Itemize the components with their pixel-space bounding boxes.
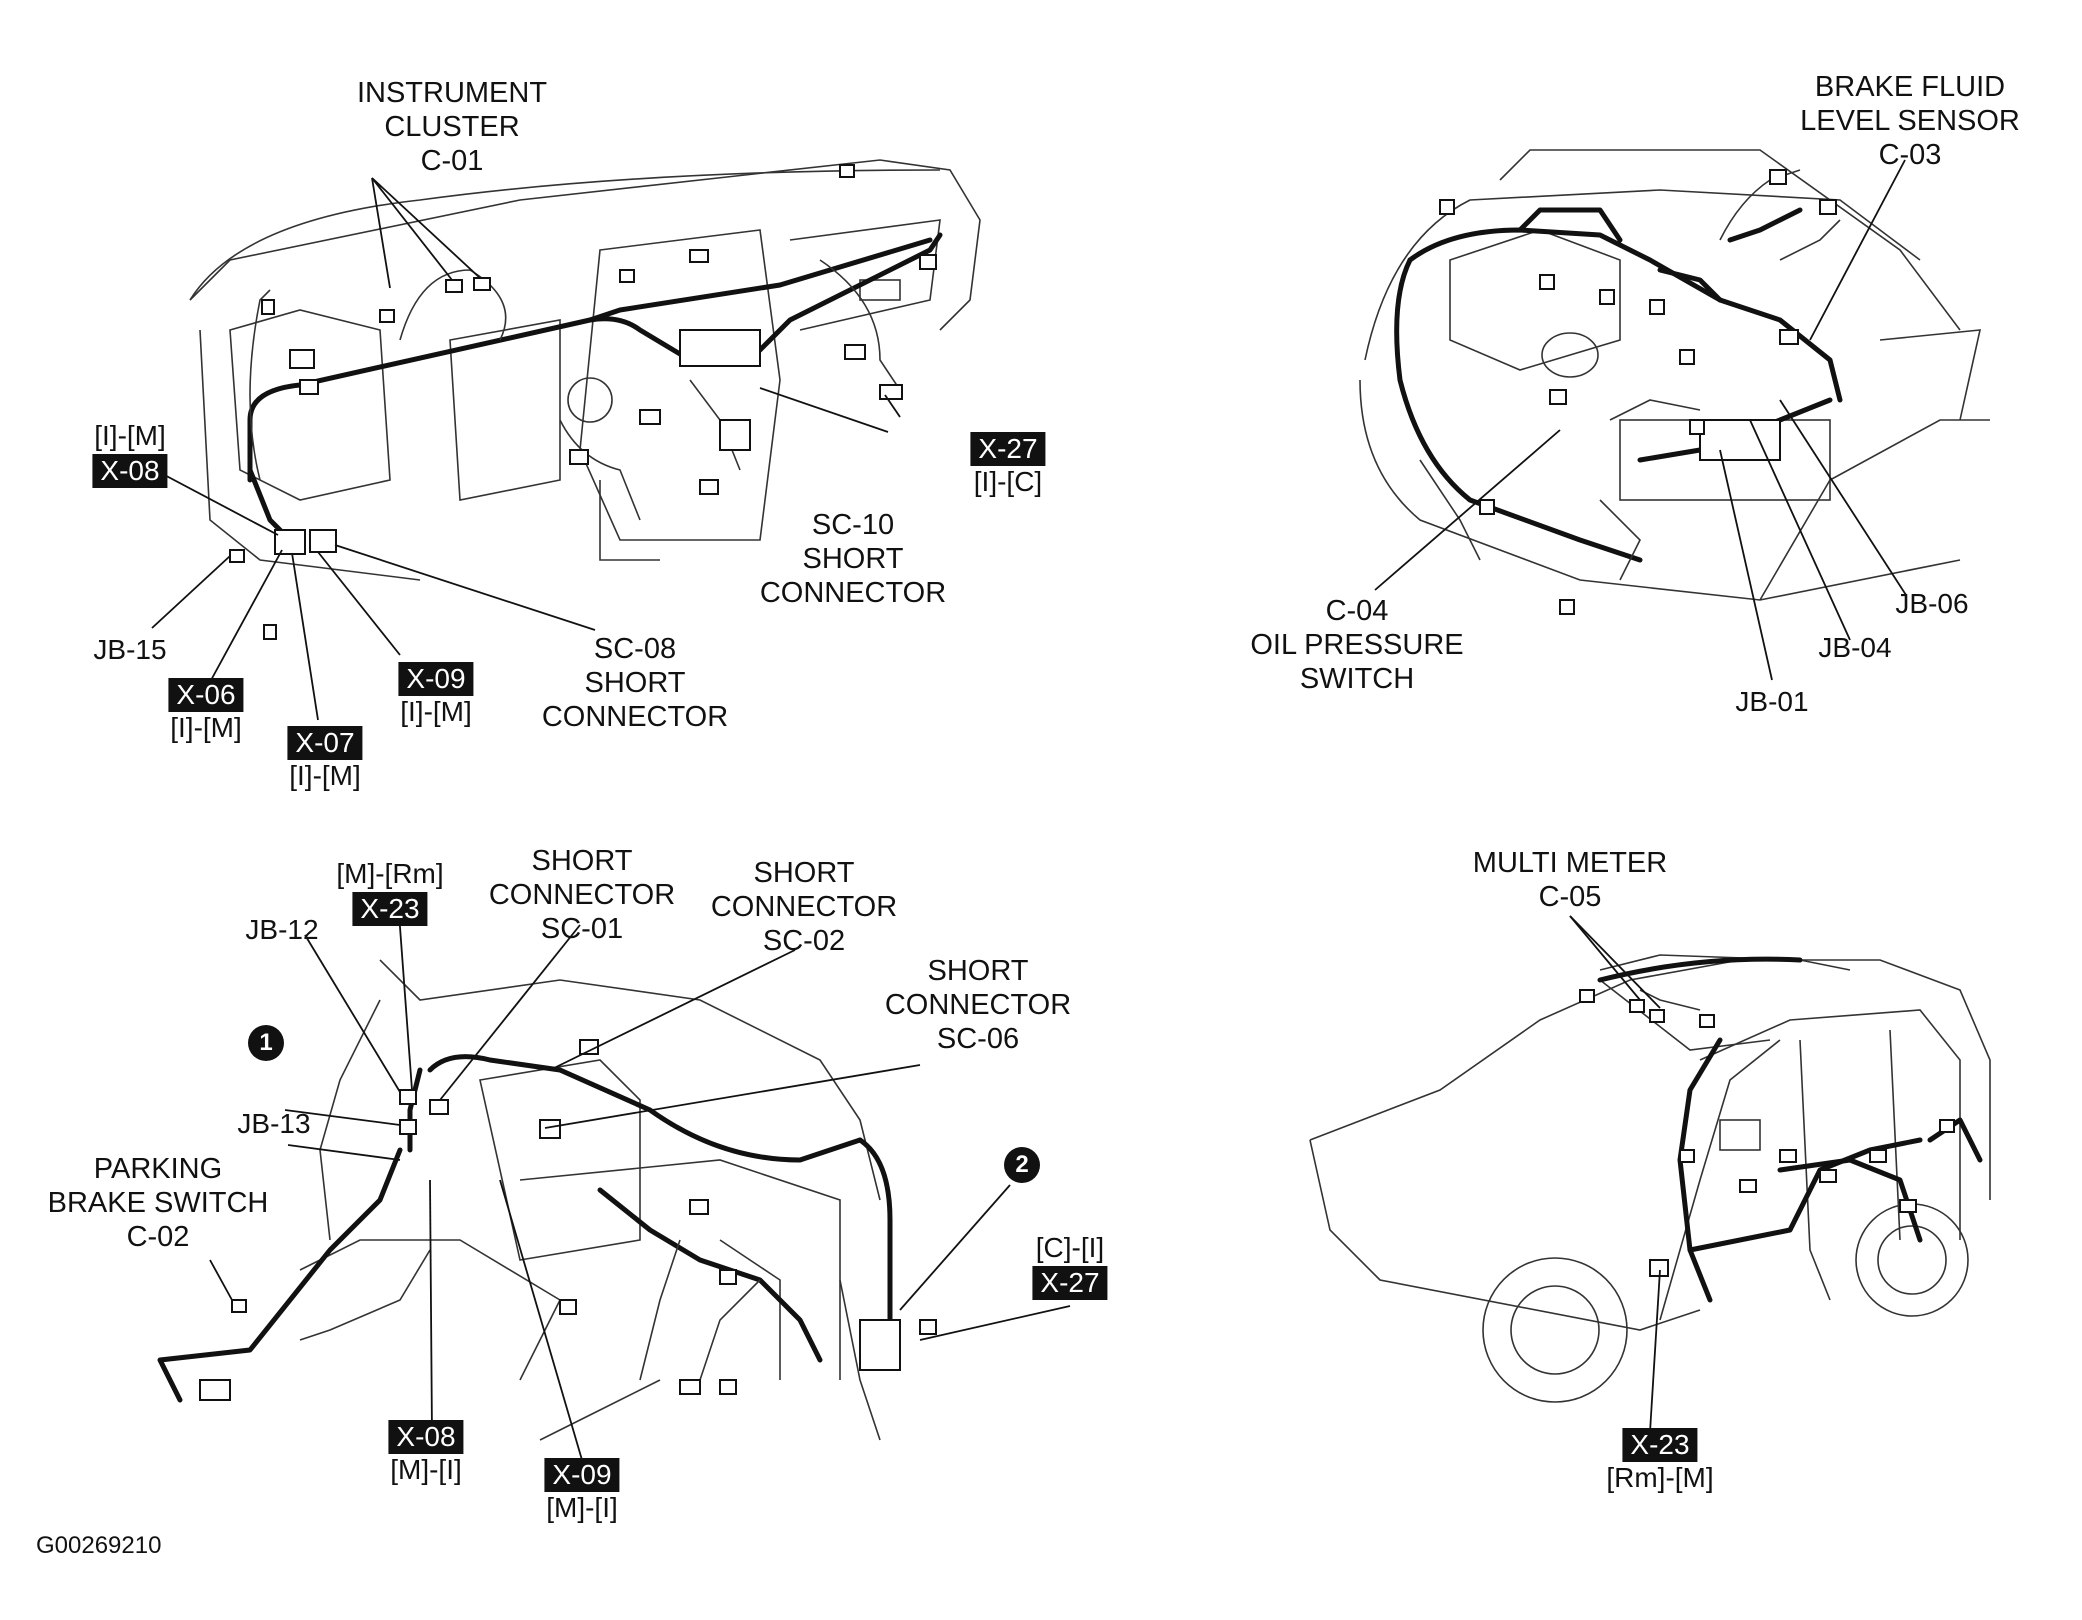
label-line: SC-06 (936, 1023, 1020, 1055)
label-line: SHORT (584, 667, 686, 699)
brake-fluid-level-sensor-label: BRAKE FLUID LEVEL SENSOR C-03 (1800, 70, 2020, 172)
jb01-label: JB-01 (1735, 686, 1809, 717)
label-line: C-01 (420, 145, 484, 177)
label-line: CONNECTOR (884, 989, 1072, 1021)
x09-circuit-code: [M]-[I] (546, 1492, 618, 1523)
label-line: CONNECTOR (541, 701, 729, 733)
x09-circuit-code: [I]-[M] (400, 696, 472, 727)
callout-marker-2: 2 (1004, 1147, 1040, 1183)
x27-circuit-code: [C]-[I] (1035, 1232, 1105, 1263)
instrument-cluster-label: INSTRUMENT CLUSTER C-01 (357, 76, 547, 178)
jb06-label: JB-06 (1895, 588, 1969, 619)
multi-meter-label: MULTI METER C-05 (1473, 846, 1667, 914)
label-line: C-03 (1878, 139, 1942, 171)
x07-circuit-code: [I]-[M] (289, 760, 361, 791)
sc01-short-connector-label: SHORT CONNECTOR SC-01 (489, 844, 675, 946)
label-line: SHORT (753, 857, 855, 889)
label-line: LEVEL SENSOR (1800, 105, 2020, 137)
label-line: OIL PRESSURE (1250, 629, 1464, 661)
label-line: SC-10 (811, 509, 895, 541)
jb15-label: JB-15 (93, 634, 167, 665)
callout-marker-1: 1 (248, 1025, 284, 1061)
sc08-short-connector-label: SC-08 SHORT CONNECTOR (542, 632, 728, 734)
parking-brake-switch-label: PARKING BRAKE SWITCH C-02 (48, 1152, 269, 1254)
x09-connector-tag: X-09 (544, 1458, 620, 1492)
label-line: SWITCH (1299, 663, 1415, 695)
label-line: BRAKE FLUID (1814, 71, 2006, 103)
x06-circuit-code: [I]-[M] (170, 712, 242, 743)
x27-connector-tag: X-27 (1032, 1266, 1108, 1300)
label-line: C-04 (1325, 595, 1389, 627)
jb04-label: JB-04 (1818, 632, 1892, 663)
x08-circuit-code: [M]-[I] (390, 1454, 462, 1485)
label-line: CLUSTER (384, 111, 520, 143)
x23-circuit-code: [M]-[Rm] (336, 858, 444, 889)
x23-connector-tag: X-23 (1622, 1428, 1698, 1462)
x27-connector-tag: X-27 (970, 432, 1046, 466)
label-line: CONNECTOR (488, 879, 676, 911)
x23-circuit-code: [Rm]-[M] (1606, 1462, 1714, 1493)
engine-bay-drawing (1359, 149, 1990, 681)
label-line: CONNECTOR (710, 891, 898, 923)
label-line: INSTRUMENT (356, 77, 548, 109)
x06-connector-tag: X-06 (168, 678, 244, 712)
x08-connector-tag: X-08 (388, 1420, 464, 1454)
floor-console-drawing (157, 899, 1071, 1461)
figure-id: G00269210 (36, 1532, 162, 1559)
jb13-label: JB-13 (237, 1108, 311, 1139)
instrument-panel-drawing (139, 159, 981, 721)
label-line: PARKING (93, 1153, 223, 1185)
vehicle-drawing (1309, 915, 1991, 1433)
label-line: BRAKE SWITCH (47, 1187, 269, 1219)
label-line: SC-02 (762, 925, 846, 957)
x08-connector-tag: X-08 (92, 454, 168, 488)
label-line: SHORT (802, 543, 904, 575)
label-line: C-05 (1538, 881, 1602, 913)
label-line: C-02 (126, 1221, 190, 1253)
oil-pressure-switch-label: C-04 OIL PRESSURE SWITCH (1250, 594, 1463, 696)
sc10-short-connector-label: SC-10 SHORT CONNECTOR (760, 508, 946, 610)
label-line: SHORT (927, 955, 1029, 987)
label-line: MULTI METER (1472, 847, 1668, 879)
x27-circuit-code: [I]-[C] (973, 466, 1043, 497)
jb12-label: JB-12 (245, 914, 319, 945)
label-line: SHORT (531, 845, 633, 877)
x09-connector-tag: X-09 (398, 662, 474, 696)
x08-circuit-code: [I]-[M] (94, 420, 166, 451)
x07-connector-tag: X-07 (287, 726, 363, 760)
label-line: CONNECTOR (759, 577, 947, 609)
label-line: SC-01 (540, 913, 624, 945)
sc02-short-connector-label: SHORT CONNECTOR SC-02 (711, 856, 897, 958)
label-line: SC-08 (593, 633, 677, 665)
x23-connector-tag: X-23 (352, 892, 428, 926)
sc06-short-connector-label: SHORT CONNECTOR SC-06 (885, 954, 1071, 1056)
